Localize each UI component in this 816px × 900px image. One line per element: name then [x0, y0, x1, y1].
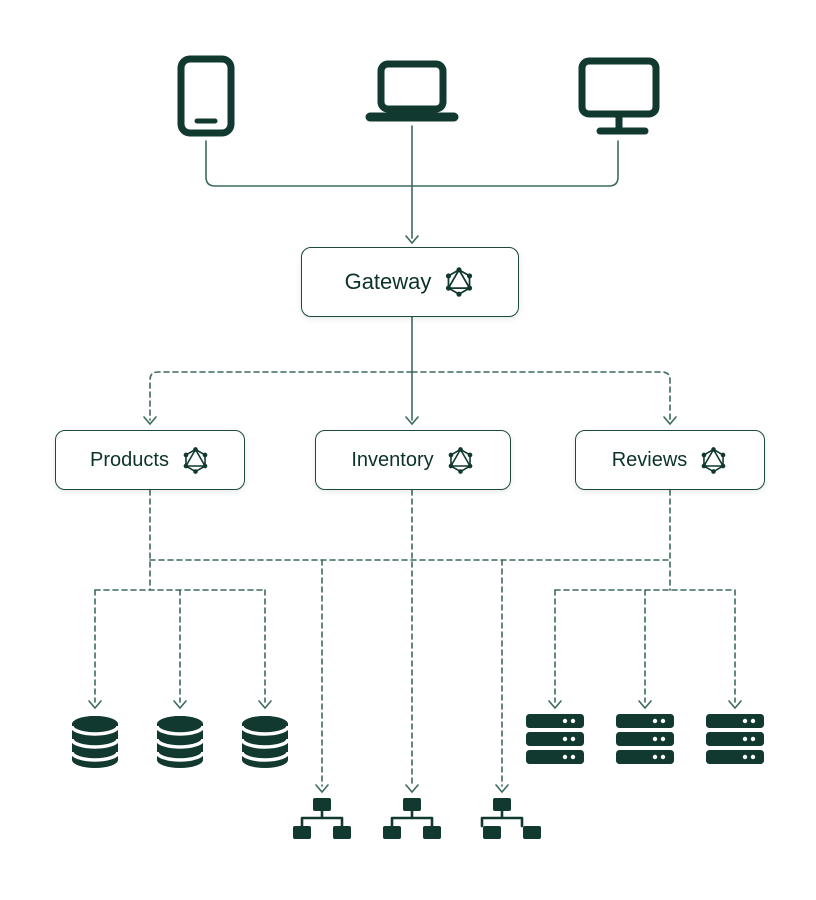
arrowhead-down-icon	[315, 784, 329, 794]
server-icon	[526, 714, 584, 764]
arrowhead-down-icon	[405, 235, 419, 245]
arrowhead-down-icon	[728, 700, 742, 710]
arrowhead-down-icon	[495, 784, 509, 794]
arrowhead-down-icon	[405, 784, 419, 794]
service-label: Reviews	[611, 448, 688, 471]
server-icon	[616, 714, 674, 764]
gateway-node: Gateway	[301, 247, 519, 317]
database-icon	[70, 716, 120, 768]
server-icon	[706, 714, 764, 764]
graphql-icon	[446, 267, 473, 297]
service-label: Inventory	[351, 448, 434, 471]
arrowhead-down-icon	[638, 700, 652, 710]
graphql-icon	[448, 446, 472, 474]
arrowhead-down-icon	[405, 416, 419, 426]
service-node-products: Products	[55, 430, 245, 490]
gateway-label: Gateway	[344, 269, 432, 294]
network-icon	[383, 798, 441, 839]
service-resource-connectors	[88, 489, 742, 794]
database-icon	[155, 716, 205, 768]
graphql-icon	[183, 446, 208, 474]
client-connector-lines	[205, 125, 619, 245]
tablet-icon	[177, 55, 235, 137]
arrowhead-down-icon	[88, 700, 102, 710]
service-label: Products	[90, 448, 169, 471]
database-icon	[240, 716, 290, 768]
arrowhead-down-icon	[663, 416, 677, 426]
arrowhead-down-icon	[548, 700, 562, 710]
laptop-icon	[365, 60, 459, 122]
service-node-reviews: Reviews	[575, 430, 765, 490]
desktop-icon	[578, 57, 660, 135]
service-node-inventory: Inventory	[315, 430, 511, 490]
arrowhead-down-icon	[143, 416, 157, 426]
gateway-service-connectors	[143, 316, 677, 426]
arrowhead-down-icon	[258, 700, 272, 710]
network-icon	[480, 798, 541, 839]
network-icon	[293, 798, 351, 839]
arrowhead-down-icon	[173, 700, 187, 710]
graphql-icon	[701, 446, 726, 474]
